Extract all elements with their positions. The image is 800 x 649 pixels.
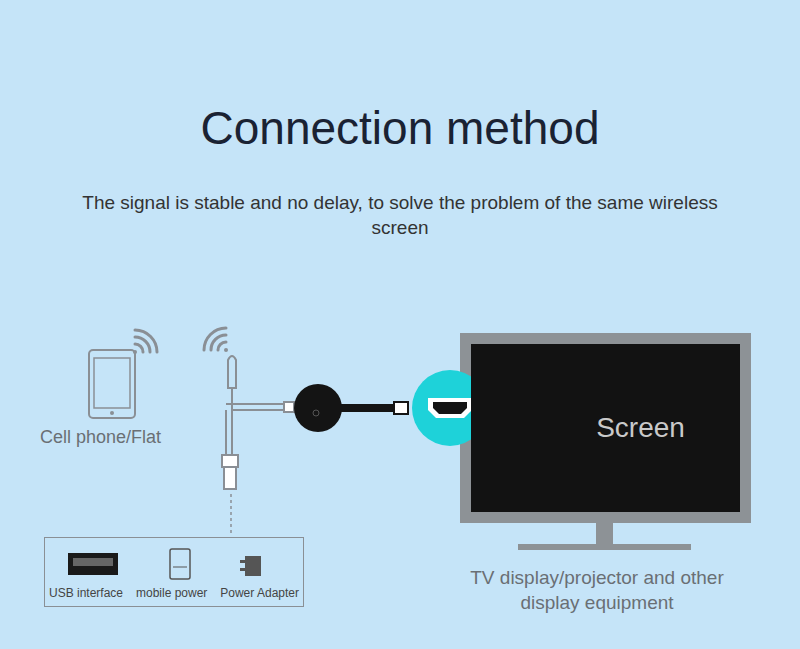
node-text: USB interface (49, 586, 123, 600)
title: Connection method (0, 100, 800, 156)
phone-icon (89, 350, 135, 418)
power-bank-icon (170, 549, 190, 579)
node-text: Power Adapter (220, 586, 299, 600)
device-note: TV display/projector and other display e… (462, 565, 732, 615)
node-text: Screen (596, 412, 685, 444)
node-text: Cell phone/Flat (40, 427, 161, 447)
usb-cable (222, 356, 294, 489)
leader-line (230, 494, 232, 536)
subtitle: The signal is stable and no delay, to so… (80, 190, 720, 240)
wifi-icon (133, 330, 157, 354)
power-source-box: USB interface mobile power Power Adapter (44, 537, 304, 607)
device-node: Cell phone/Flat (40, 426, 210, 452)
power-adapter-icon (245, 556, 261, 576)
node-text: mobile power (136, 586, 207, 600)
dongle (294, 384, 342, 432)
tv-frame (460, 333, 751, 523)
screen: Screen (471, 344, 740, 512)
wifi-icon (204, 328, 228, 352)
usb-port-icon (68, 553, 118, 575)
